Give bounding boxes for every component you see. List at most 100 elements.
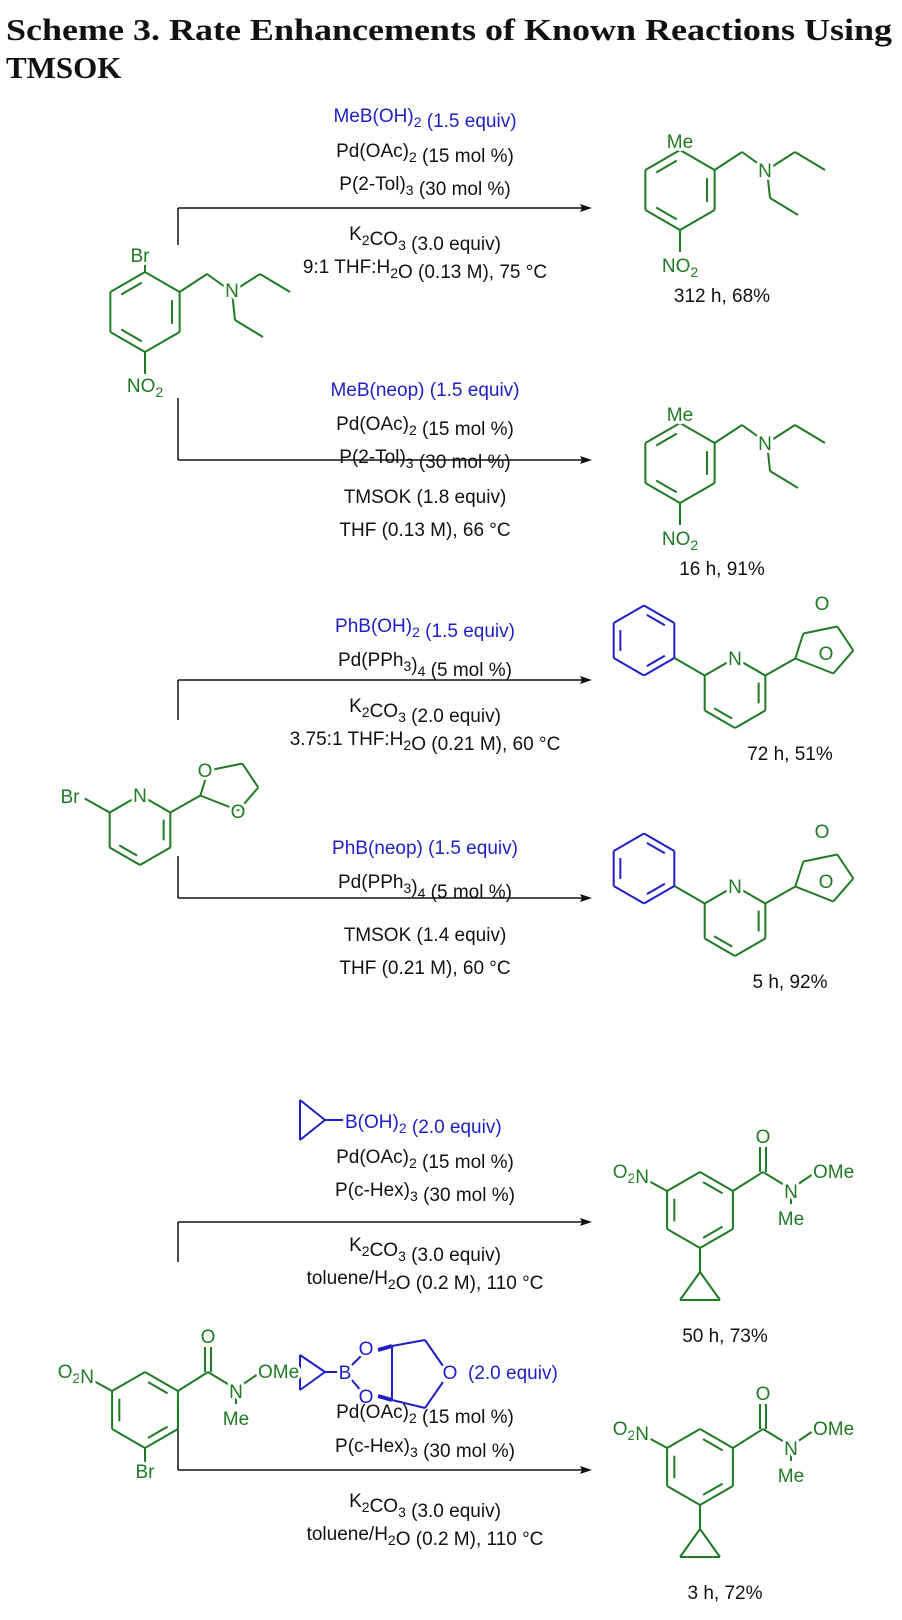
bond [732, 1428, 764, 1449]
bond [259, 273, 291, 293]
ring-bond [613, 832, 645, 852]
double-bond [120, 281, 143, 296]
reaction-5-conditions: B(OH)2 (2.0 equiv) Pd(OAc)2 (15 mol %) P… [307, 1112, 544, 1294]
double-bond [655, 159, 678, 174]
product-4-atoms: N O O 5 h, 92% [725, 819, 836, 993]
atom-label: OMe [813, 1162, 854, 1183]
ring-bond [704, 709, 736, 729]
reagent-catalyst: Pd(PPh3)4 (5 mol %) [338, 872, 512, 903]
bond [177, 1371, 209, 1392]
bond [377, 1394, 393, 1402]
arrow-head-icon [580, 456, 592, 464]
bond [208, 762, 243, 772]
bond [762, 1428, 792, 1447]
ring-bond [699, 1171, 734, 1192]
bond [299, 1354, 326, 1373]
product-3-atoms: N O O 72 h, 51% [725, 591, 836, 765]
atom-label: Me [778, 1466, 804, 1487]
bond [836, 625, 855, 652]
bond [764, 885, 796, 905]
ring-bond [109, 271, 146, 293]
bond-lines [84, 134, 855, 1558]
reaction-2-conditions: MeB(neop) (1.5 equiv) Pd(OAc)2 (15 mol %… [330, 380, 519, 541]
bond [391, 1399, 426, 1409]
bond [234, 319, 264, 338]
reagent-base: TMSOK (1.8 equiv) [344, 487, 507, 508]
atom-label: NO2 [662, 529, 699, 553]
atom-label: OMe [258, 1362, 299, 1383]
bond [794, 861, 805, 887]
bond [790, 1430, 814, 1447]
bond [764, 657, 796, 677]
bond [644, 1435, 668, 1449]
bond [207, 1371, 237, 1390]
bond [89, 1378, 113, 1392]
atom-label: Br [136, 1462, 156, 1483]
bond [766, 151, 796, 171]
atom-label: O [201, 1327, 216, 1348]
arrow-head-icon [580, 1218, 592, 1226]
double-bond [646, 613, 666, 627]
bond [699, 1271, 721, 1301]
ring-bond [644, 209, 681, 231]
bond [832, 649, 855, 675]
bond [299, 1119, 326, 1141]
product-5-atoms: O O2N N OMe Me 50 h, 73% [610, 1124, 858, 1347]
atom-label: O [359, 1387, 374, 1408]
bond [424, 1339, 444, 1367]
reagent-boron: PhB(neop) (1.5 equiv) [332, 838, 518, 859]
reaction-6-conditions: B O O O (2.0 equiv) Pd(OAc)2 (15 mol %) … [307, 1336, 558, 1550]
reagent-ligand: P(2-Tol)3 (30 mol %) [339, 447, 510, 473]
bond [231, 273, 261, 293]
bond [790, 1173, 814, 1190]
reaction-solvent-temp: toluene/H2O (0.2 M), 110 °C [307, 1268, 544, 1294]
ring-bond [734, 885, 766, 905]
atom-label: N [225, 281, 239, 302]
bond [299, 1099, 326, 1121]
bond [769, 470, 799, 489]
bond [351, 1354, 363, 1366]
reagent-base: K2CO3 (3.0 equiv) [349, 1491, 501, 1522]
bond [803, 853, 838, 863]
substrate-3-atoms: O O2N N OMe Me Br [55, 1324, 303, 1486]
atom-label: O [815, 822, 830, 843]
atom-label: N [758, 434, 772, 455]
ring-bond [699, 1485, 734, 1506]
reaction-solvent-temp: 9:1 THF:H2O (0.13 M), 75 °C [303, 257, 547, 283]
ring-bond [666, 1428, 701, 1449]
atom-label: O [756, 1127, 771, 1148]
bond [732, 1171, 764, 1192]
ring-bond [679, 149, 716, 171]
bond [803, 625, 838, 635]
ring-bond [613, 657, 645, 677]
atom-label: N [784, 1439, 798, 1460]
reaction-solvent-temp: toluene/H2O (0.2 M), 110 °C [307, 1524, 544, 1550]
yield-label: 16 h, 91% [679, 559, 765, 580]
ring-bond [644, 149, 681, 171]
reagent-ligand: P(2-Tol)3 (30 mol %) [339, 174, 510, 200]
atom-label: Br [61, 787, 81, 808]
bond [235, 1373, 259, 1390]
atom-label: O [815, 594, 830, 615]
ring-bond [109, 846, 141, 866]
reaction-solvent-temp: THF (0.13 M), 66 °C [339, 520, 510, 541]
atom-label: O2N [58, 1362, 94, 1388]
ring-bond [679, 422, 716, 444]
arrow-head-icon [580, 676, 592, 684]
bond [179, 273, 208, 293]
atom-label: O [198, 761, 213, 782]
product-1-atoms: Me N NO2 312 h, 68% [659, 129, 775, 307]
atom-label: N [728, 877, 742, 898]
bond [377, 1344, 393, 1352]
double-bond [646, 654, 666, 668]
atom-label: O [231, 802, 246, 823]
atom-label: O2N [613, 1162, 649, 1188]
bond [644, 1178, 668, 1192]
ring-bond [139, 794, 171, 814]
atom-label: O [819, 644, 834, 665]
yield-label: 5 h, 92% [753, 972, 828, 993]
atom-label: NO2 [127, 376, 164, 400]
bond [679, 1528, 701, 1558]
ring-bond [679, 482, 716, 504]
